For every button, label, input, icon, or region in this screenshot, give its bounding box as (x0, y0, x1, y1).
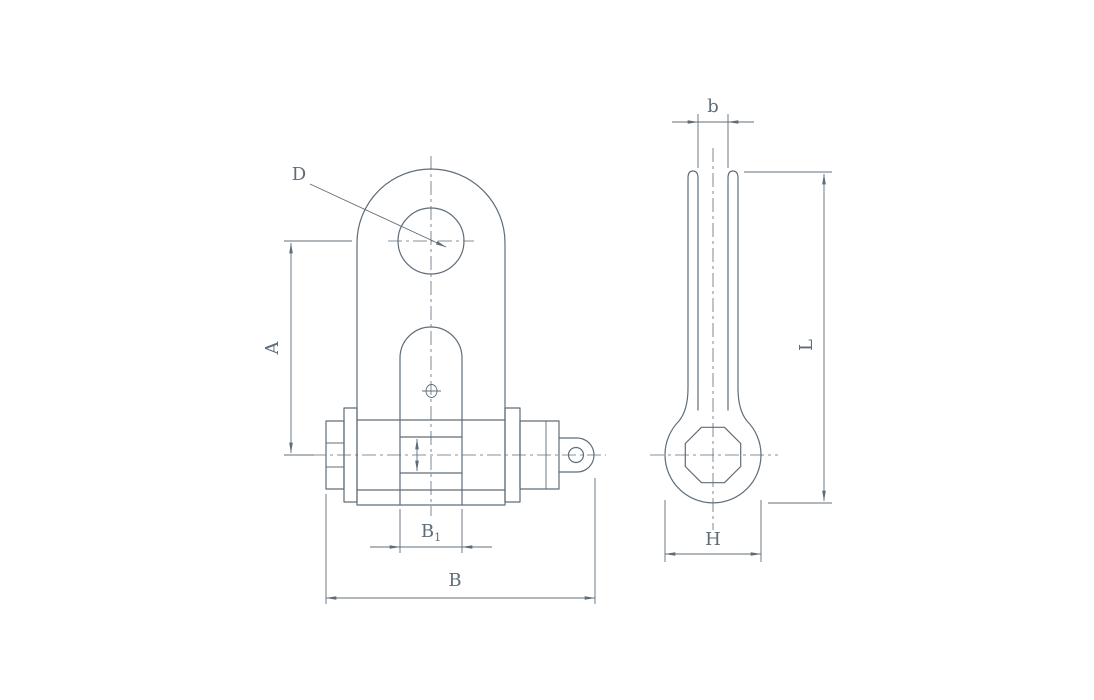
side-view (650, 148, 778, 530)
label-h: H (705, 529, 721, 550)
d-leader-line (309, 183, 447, 248)
clevis-slot (399, 326, 463, 506)
label-b1: B1 (421, 521, 441, 544)
dimension-b-small: b (672, 96, 754, 168)
dimension-d: D (292, 164, 447, 248)
dimension-a: A (262, 240, 352, 456)
dimension-l: L (744, 171, 832, 504)
label-b: B (448, 570, 461, 591)
dimension-b: B (325, 478, 596, 604)
dimension-h: H (664, 500, 762, 562)
label-a: A (262, 341, 283, 356)
front-view (312, 156, 606, 516)
label-b-small: b (707, 96, 719, 117)
label-d: D (292, 164, 306, 185)
label-l: L (796, 339, 817, 351)
dimension-b1: B1 (370, 509, 492, 553)
eye-hole-octagon (684, 426, 742, 484)
clevis-body-outline (356, 168, 506, 506)
